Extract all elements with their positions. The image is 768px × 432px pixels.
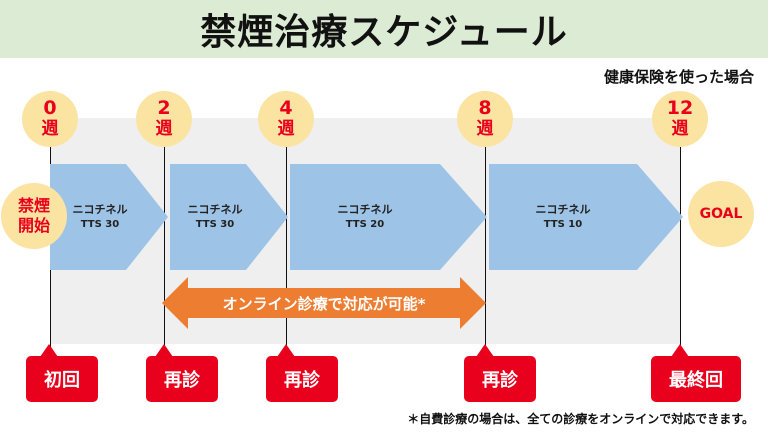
goal-circle: GOAL (688, 181, 754, 247)
week-circle-0: 0 週 (22, 91, 78, 147)
week-number-2: 2 (157, 97, 171, 119)
chevron-text-1: ニコチネル TTS 30 (50, 164, 150, 270)
chevron-text-3: ニコチネル TTS 20 (290, 164, 440, 270)
chevron-tts30-second: ニコチネル TTS 30 (170, 164, 288, 270)
quit-start-line-2: 開始 (17, 216, 50, 235)
chevron-shape-4 (489, 164, 683, 270)
chevron-shape-2 (170, 164, 288, 270)
goal-label: GOAL (699, 206, 743, 222)
drug-name-3: ニコチネル (337, 203, 393, 216)
week-unit-8: 週 (476, 119, 494, 139)
timeline-line-week-8 (485, 130, 486, 364)
visit-callout-first: 初回 (26, 344, 98, 404)
week-circle-8: 8 週 (457, 91, 513, 147)
quit-start-line-1: 禁煙 (17, 196, 50, 215)
title-bar: 禁煙治療スケジュール (0, 0, 768, 58)
drug-name-2: ニコチネル (187, 203, 243, 216)
visit-label-1: 初回 (26, 356, 98, 402)
week-circle-12: 12 週 (652, 91, 708, 147)
callout-pointer-2 (155, 344, 173, 357)
drug-name-4: ニコチネル (535, 203, 591, 216)
visit-callout-week-4: 再診 (266, 344, 338, 404)
drug-name-1: ニコチネル (72, 203, 128, 216)
chevron-tts10: ニコチネル TTS 10 (489, 164, 683, 270)
week-number-12: 12 (666, 97, 694, 119)
visit-callout-final: 最終回 (651, 344, 741, 404)
online-consultation-label: オンライン診療で対応が可能* (222, 294, 426, 313)
drug-dose-2: TTS 30 (195, 219, 235, 230)
callout-pointer-4 (476, 344, 494, 357)
chevron-tts20: ニコチネル TTS 20 (290, 164, 487, 270)
visit-label-4: 再診 (464, 356, 536, 402)
self-pay-footnote: ＊自費診療の場合は、全ての診療をオンラインで対応できます。 (407, 412, 754, 426)
drug-dose-3: TTS 20 (345, 219, 385, 230)
visit-label-3: 再診 (266, 356, 338, 402)
insurance-note: 健康保険を使った場合 (603, 68, 754, 86)
week-unit-12: 週 (671, 119, 689, 139)
chevron-text-4: ニコチネル TTS 10 (489, 164, 637, 270)
chevron-tts30-first: ニコチネル TTS 30 (50, 164, 168, 270)
timeline-line-week-2 (164, 130, 165, 364)
chevron-shape-1 (50, 164, 168, 270)
week-unit-4: 週 (277, 119, 295, 139)
drug-dose-1: TTS 30 (80, 219, 120, 230)
quit-start-circle: 禁煙 開始 (1, 183, 67, 249)
callout-pointer-3 (277, 344, 295, 357)
visit-callout-week-8: 再診 (464, 344, 536, 404)
page-title: 禁煙治療スケジュール (200, 12, 568, 53)
visit-label-5: 最終回 (651, 356, 741, 402)
chevron-text-2: ニコチネル TTS 30 (170, 164, 260, 270)
timeline-line-week-12 (680, 130, 681, 364)
week-number-4: 4 (279, 97, 293, 119)
drug-dose-4: TTS 10 (543, 219, 583, 230)
online-double-arrow (162, 277, 486, 329)
week-unit-2: 週 (155, 119, 173, 139)
visit-callout-week-2: 再診 (146, 344, 218, 404)
week-number-0: 0 (43, 97, 57, 119)
timeline-line-week-4 (286, 130, 287, 364)
callout-pointer-5 (671, 344, 689, 357)
callout-pointer-1 (40, 344, 58, 357)
week-circle-2: 2 週 (136, 91, 192, 147)
week-circle-4: 4 週 (258, 91, 314, 147)
visit-label-2: 再診 (146, 356, 218, 402)
chevron-shape-3 (290, 164, 487, 270)
week-unit-0: 週 (41, 119, 59, 139)
week-number-8: 8 (478, 97, 492, 119)
